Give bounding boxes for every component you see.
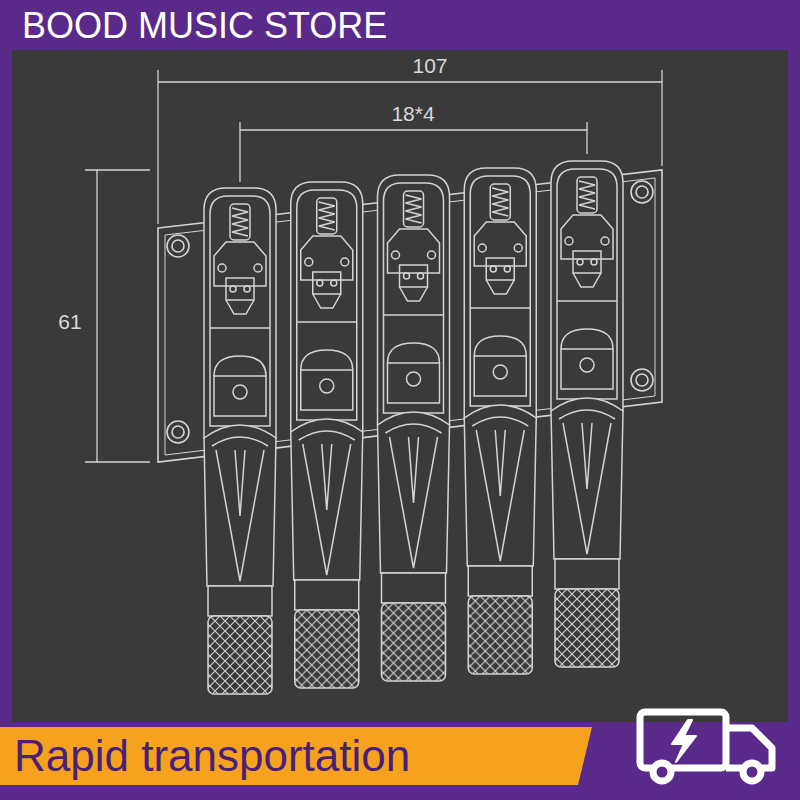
drawing-part bbox=[636, 374, 648, 386]
store-banner: BOOD MUSIC STORE bbox=[8, 3, 412, 49]
dimension-value: 107 bbox=[409, 54, 450, 78]
drawing-part bbox=[640, 712, 726, 768]
drawing-part bbox=[291, 182, 363, 688]
drawing-part bbox=[653, 763, 671, 781]
drawing-part bbox=[167, 421, 189, 443]
drawing-part bbox=[586, 122, 587, 154]
drawing-panel bbox=[12, 50, 788, 722]
drawing-part bbox=[158, 81, 662, 82]
drawing-part bbox=[672, 720, 696, 762]
drawing-part bbox=[464, 168, 536, 674]
drawing-part bbox=[204, 188, 276, 694]
drawing-part bbox=[378, 175, 450, 681]
drawing-part bbox=[240, 129, 587, 130]
dimension-value: 18*4 bbox=[388, 102, 437, 126]
banner-text: BOOD MUSIC STORE bbox=[22, 5, 387, 47]
drawing-part bbox=[631, 181, 653, 203]
drawing-part bbox=[239, 122, 240, 182]
drawing-part bbox=[167, 235, 189, 257]
drawing-part bbox=[85, 461, 150, 462]
drawing-part bbox=[85, 169, 150, 170]
drawing-part bbox=[96, 170, 97, 462]
drawing-part bbox=[172, 426, 184, 438]
drawing-part bbox=[661, 70, 662, 166]
dimension-value: 61 bbox=[55, 310, 84, 334]
truck-icon bbox=[640, 712, 772, 781]
drawing-part bbox=[631, 369, 653, 391]
drawing-part bbox=[172, 240, 184, 252]
drawing-part bbox=[743, 763, 761, 781]
saddles bbox=[204, 161, 623, 694]
banner-text: Rapid transportation bbox=[14, 731, 410, 781]
drawing-part bbox=[157, 70, 158, 224]
shipping-band: Rapid transportation bbox=[0, 727, 592, 785]
drawing-part bbox=[551, 161, 623, 667]
drawing-part bbox=[636, 186, 648, 198]
